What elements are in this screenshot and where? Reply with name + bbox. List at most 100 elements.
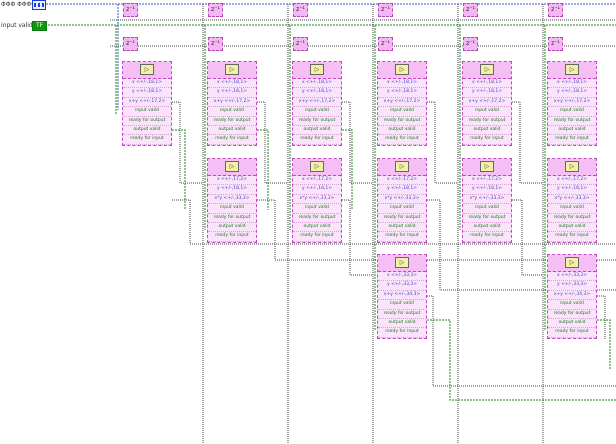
block-handshake-terminal[interactable]: ready for output: [208, 214, 256, 223]
block-handshake-terminal[interactable]: ready for output: [548, 117, 596, 126]
block-terminal[interactable]: y <+/-,18,1>: [378, 88, 426, 98]
block-terminal[interactable]: y <+/-,18,1>: [548, 185, 596, 195]
block-handshake-terminal[interactable]: input valid: [208, 107, 256, 117]
block-handshake-terminal[interactable]: input valid: [378, 300, 426, 310]
block-handshake-terminal[interactable]: ready for input: [293, 135, 341, 145]
block-handshake-terminal[interactable]: ready for output: [378, 214, 426, 223]
fixed-point-mult-block[interactable]: ▷x <+/-,18,1>y <+/-,18,1>x+y <+/-,17,2>i…: [122, 61, 172, 146]
block-handshake-terminal[interactable]: ready for input: [548, 135, 596, 145]
block-terminal[interactable]: x <+/-,17,2>: [548, 176, 596, 186]
block-handshake-terminal[interactable]: input valid: [293, 204, 341, 214]
block-terminal[interactable]: y <+/-,18,1>: [208, 88, 256, 98]
block-terminal[interactable]: x+y <+/-,17,2>: [548, 98, 596, 108]
block-terminal[interactable]: x*y <+/-,33,3>: [293, 195, 341, 205]
delay-register[interactable]: z⁻¹: [378, 3, 393, 17]
block-handshake-terminal[interactable]: output valid: [378, 319, 426, 329]
delay-register[interactable]: z⁻¹: [123, 3, 138, 17]
block-terminal[interactable]: x <+/-,18,1>: [548, 79, 596, 89]
block-terminal[interactable]: x <+/-,18,1>: [378, 79, 426, 89]
block-terminal[interactable]: y <+/-,33,3>: [548, 281, 596, 291]
block-handshake-terminal[interactable]: ready for input: [378, 232, 426, 242]
block-terminal[interactable]: y <+/-,18,1>: [293, 185, 341, 195]
block-handshake-terminal[interactable]: ready for output: [548, 310, 596, 319]
fixed-point-acc-block[interactable]: ▷x <+/-,33,3>y <+/-,33,3>x+y <+/-,34,3>i…: [377, 254, 427, 339]
block-terminal[interactable]: x+y <+/-,17,2>: [123, 98, 171, 108]
block-handshake-terminal[interactable]: output valid: [548, 223, 596, 233]
block-handshake-terminal[interactable]: output valid: [548, 319, 596, 329]
block-handshake-terminal[interactable]: output valid: [463, 126, 511, 136]
fixed-point-mult-block[interactable]: ▷x <+/-,18,1>y <+/-,18,1>x+y <+/-,17,2>i…: [207, 61, 257, 146]
block-handshake-terminal[interactable]: ready for output: [123, 117, 171, 126]
block-handshake-terminal[interactable]: input valid: [463, 204, 511, 214]
block-terminal[interactable]: x+y <+/-,17,2>: [208, 98, 256, 108]
block-handshake-terminal[interactable]: output valid: [293, 223, 341, 233]
block-terminal[interactable]: y <+/-,18,1>: [378, 185, 426, 195]
block-handshake-terminal[interactable]: ready for input: [123, 135, 171, 145]
delay-register[interactable]: z⁻¹: [378, 37, 393, 51]
block-terminal[interactable]: x <+/-,17,2>: [208, 176, 256, 186]
block-handshake-terminal[interactable]: input valid: [548, 107, 596, 117]
block-handshake-terminal[interactable]: ready for input: [463, 135, 511, 145]
block-handshake-terminal[interactable]: input valid: [293, 107, 341, 117]
block-terminal[interactable]: x*y <+/-,33,3>: [208, 195, 256, 205]
fixed-point-add-block[interactable]: ▷x <+/-,17,2>y <+/-,18,1>x*y <+/-,33,3>i…: [462, 158, 512, 243]
block-terminal[interactable]: x+y <+/-,34,3>: [548, 291, 596, 301]
delay-register[interactable]: z⁻¹: [208, 37, 223, 51]
block-terminal[interactable]: x+y <+/-,34,3>: [378, 291, 426, 301]
block-terminal[interactable]: x+y <+/-,17,2>: [463, 98, 511, 108]
block-terminal[interactable]: x <+/-,18,1>: [123, 79, 171, 89]
fixed-point-mult-block[interactable]: ▷x <+/-,18,1>y <+/-,18,1>x+y <+/-,17,2>i…: [462, 61, 512, 146]
fixed-point-add-block[interactable]: ▷x <+/-,17,2>y <+/-,18,1>x*y <+/-,33,3>i…: [292, 158, 342, 243]
block-handshake-terminal[interactable]: output valid: [378, 126, 426, 136]
block-handshake-terminal[interactable]: ready for output: [378, 310, 426, 319]
u16-terminal-icon[interactable]: [32, 0, 46, 10]
block-handshake-terminal[interactable]: ready for input: [378, 328, 426, 338]
block-handshake-terminal[interactable]: input valid: [378, 204, 426, 214]
block-terminal[interactable]: x+y <+/-,17,2>: [293, 98, 341, 108]
block-handshake-terminal[interactable]: ready for output: [293, 117, 341, 126]
delay-register[interactable]: z⁻¹: [123, 37, 138, 51]
fixed-point-add-block[interactable]: ▷x <+/-,17,2>y <+/-,18,1>x*y <+/-,33,3>i…: [207, 158, 257, 243]
block-handshake-terminal[interactable]: ready for output: [548, 214, 596, 223]
block-handshake-terminal[interactable]: input valid: [548, 204, 596, 214]
block-terminal[interactable]: x <+/-,17,2>: [378, 176, 426, 186]
block-terminal[interactable]: x+y <+/-,17,2>: [378, 98, 426, 108]
block-terminal[interactable]: x <+/-,33,3>: [378, 272, 426, 282]
block-terminal[interactable]: x <+/-,17,2>: [293, 176, 341, 186]
delay-register[interactable]: z⁻¹: [548, 3, 563, 17]
block-handshake-terminal[interactable]: ready for input: [548, 328, 596, 338]
block-handshake-terminal[interactable]: input valid: [208, 204, 256, 214]
block-handshake-terminal[interactable]: output valid: [378, 223, 426, 233]
delay-register[interactable]: z⁻¹: [208, 3, 223, 17]
block-handshake-terminal[interactable]: output valid: [293, 126, 341, 136]
block-handshake-terminal[interactable]: ready for output: [293, 214, 341, 223]
tf-terminal-icon[interactable]: TF: [32, 21, 47, 31]
block-terminal[interactable]: x*y <+/-,33,3>: [463, 195, 511, 205]
delay-register[interactable]: z⁻¹: [463, 37, 478, 51]
block-handshake-terminal[interactable]: output valid: [463, 223, 511, 233]
block-handshake-terminal[interactable]: input valid: [463, 107, 511, 117]
block-terminal[interactable]: y <+/-,18,1>: [463, 185, 511, 195]
fixed-point-mult-block[interactable]: ▷x <+/-,18,1>y <+/-,18,1>x+y <+/-,17,2>i…: [292, 61, 342, 146]
delay-register[interactable]: z⁻¹: [548, 37, 563, 51]
fixed-point-add-block[interactable]: ▷x <+/-,17,2>y <+/-,18,1>x*y <+/-,33,3>i…: [377, 158, 427, 243]
block-handshake-terminal[interactable]: ready for input: [548, 232, 596, 242]
block-terminal[interactable]: x <+/-,18,1>: [463, 79, 511, 89]
block-handshake-terminal[interactable]: ready for output: [463, 117, 511, 126]
block-handshake-terminal[interactable]: input valid: [548, 300, 596, 310]
block-handshake-terminal[interactable]: output valid: [123, 126, 171, 136]
fixed-point-mult-block[interactable]: ▷x <+/-,18,1>y <+/-,18,1>x+y <+/-,17,2>i…: [547, 61, 597, 146]
block-terminal[interactable]: x <+/-,18,1>: [293, 79, 341, 89]
block-handshake-terminal[interactable]: output valid: [208, 223, 256, 233]
block-handshake-terminal[interactable]: ready for input: [463, 232, 511, 242]
block-handshake-terminal[interactable]: ready for output: [463, 214, 511, 223]
block-terminal[interactable]: x <+/-,18,1>: [208, 79, 256, 89]
delay-register[interactable]: z⁻¹: [293, 37, 308, 51]
block-handshake-terminal[interactable]: ready for input: [208, 135, 256, 145]
block-terminal[interactable]: y <+/-,18,1>: [293, 88, 341, 98]
delay-register[interactable]: z⁻¹: [293, 3, 308, 17]
block-handshake-terminal[interactable]: ready for output: [378, 117, 426, 126]
block-terminal[interactable]: x*y <+/-,33,3>: [378, 195, 426, 205]
delay-register[interactable]: z⁻¹: [463, 3, 478, 17]
block-handshake-terminal[interactable]: ready for input: [208, 232, 256, 242]
